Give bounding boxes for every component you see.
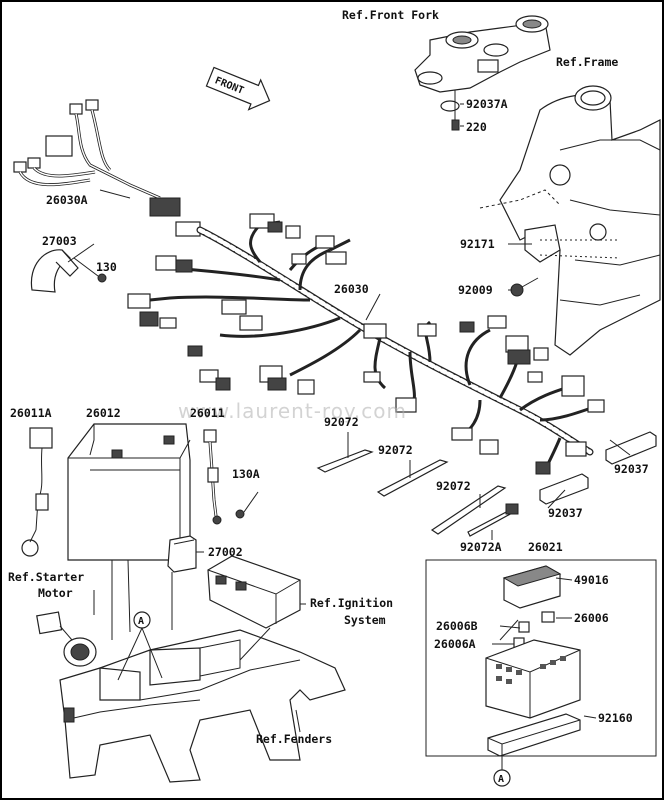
label-27002: 27002 — [208, 545, 243, 559]
frame — [499, 85, 661, 356]
main-harness-26030 — [149, 220, 601, 471]
part-labels: Ref.Front Fork Ref.Frame 92037A 220 9217… — [8, 8, 649, 746]
label-26006A: 26006A — [434, 637, 476, 651]
front-arrow-icon: FRONT — [205, 66, 271, 111]
callout-a-bottom: A — [493, 769, 511, 787]
label-220: 220 — [466, 120, 487, 134]
horn-27003 — [30, 249, 107, 293]
starter-motor — [36, 611, 97, 667]
label-92009: 92009 — [458, 283, 493, 297]
callout-a-bottom-label: A — [498, 774, 504, 785]
label-26006: 26006 — [574, 611, 609, 625]
label-92072-2: 92072 — [378, 443, 413, 457]
label-130: 130 — [96, 260, 117, 274]
fuse-box-group — [425, 559, 657, 770]
label-26011A: 26011A — [10, 406, 52, 420]
label-ref-ignition-1: Ref.Ignition — [310, 596, 393, 610]
label-ref-starter-1: Ref.Starter — [8, 570, 84, 584]
ignition-unit — [207, 555, 301, 629]
label-ref-ignition-2: System — [344, 613, 386, 627]
battery-cable-26011 — [203, 429, 259, 525]
label-49016: 49016 — [574, 573, 609, 587]
label-92160: 92160 — [598, 711, 633, 725]
fuse-holder-26011A — [21, 427, 53, 557]
label-92037-1: 92037 — [614, 462, 649, 476]
label-26006B: 26006B — [436, 619, 478, 633]
cable-ties-92072 — [316, 432, 519, 540]
label-ref-fenders: Ref.Fenders — [256, 732, 332, 746]
label-92171: 92171 — [460, 237, 495, 251]
harness-connectors — [127, 213, 605, 475]
label-92072A: 92072A — [460, 540, 502, 554]
watermark: www.laurent-roy.com — [178, 399, 407, 423]
label-26021: 26021 — [528, 540, 563, 554]
callout-a-top: A — [133, 611, 151, 629]
label-92037A: 92037A — [466, 97, 508, 111]
label-92072-1: 92072 — [324, 415, 359, 429]
label-ref-starter-2: Motor — [38, 586, 73, 600]
callout-a-top-label: A — [138, 616, 144, 627]
label-leaders — [67, 103, 631, 733]
bracket-92037A — [440, 90, 460, 131]
label-27003: 27003 — [42, 234, 77, 248]
relay-27002 — [167, 535, 197, 573]
battery-26012 — [67, 423, 191, 561]
label-26012: 26012 — [86, 406, 121, 420]
clamps-92037 — [539, 431, 657, 505]
label-ref-front-fork: Ref.Front Fork — [342, 8, 439, 22]
label-ref-frame: Ref.Frame — [556, 55, 618, 69]
sub-harness-26030A — [13, 99, 201, 237]
label-26030A: 26030A — [46, 193, 88, 207]
label-26030: 26030 — [334, 282, 369, 296]
label-92037-2: 92037 — [548, 506, 583, 520]
label-130A: 130A — [232, 467, 260, 481]
label-26011: 26011 — [190, 406, 225, 420]
screw-92009 — [510, 277, 539, 297]
front-fork-clamp — [414, 15, 551, 93]
battery-case-fender — [59, 629, 346, 783]
label-92072-3: 92072 — [436, 479, 471, 493]
